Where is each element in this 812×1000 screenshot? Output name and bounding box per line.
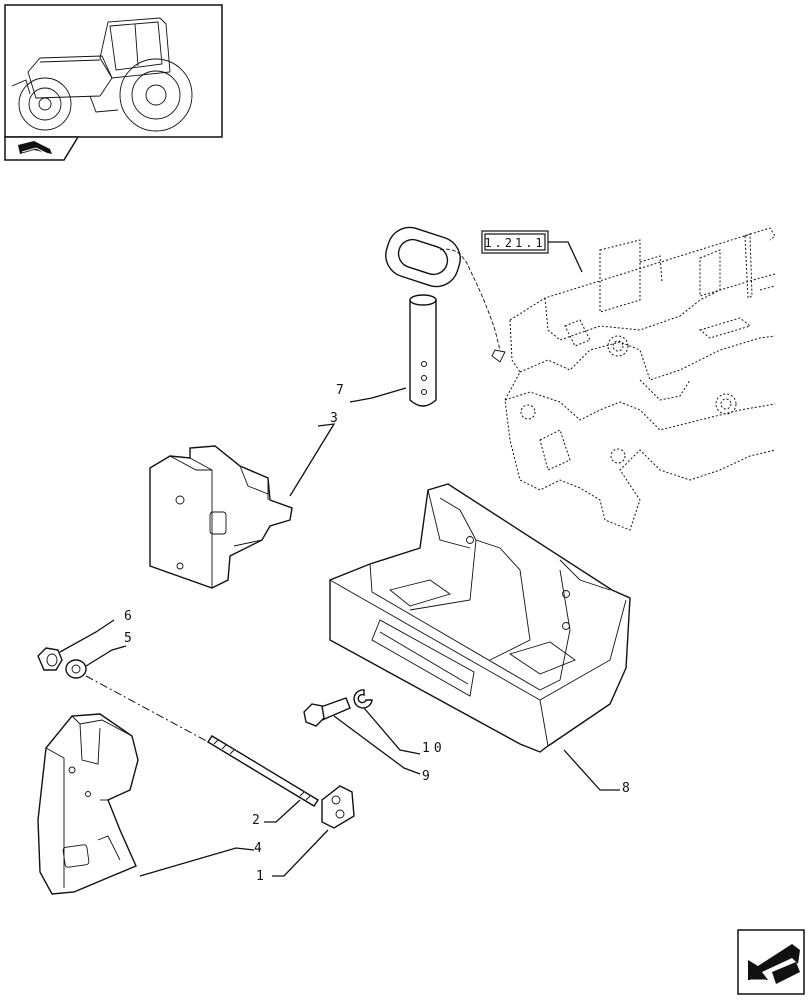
tractor-thumbnail-icon (11, 17, 193, 132)
back-arrow-icon (748, 944, 800, 984)
callout-6[interactable]: 6 (124, 609, 134, 624)
suitcase-weight[interactable] (37, 713, 139, 895)
front-frame (504, 227, 776, 531)
callout-5[interactable]: 5 (124, 631, 134, 646)
weight-bracket[interactable] (149, 445, 293, 589)
assembly-axis (85, 675, 213, 745)
callout-8[interactable]: 8 (622, 781, 632, 796)
front-weight-block[interactable] (329, 483, 631, 753)
clamp-plate[interactable] (321, 785, 355, 829)
threaded-rod[interactable] (207, 735, 319, 807)
washer[interactable] (65, 659, 87, 679)
reference-label[interactable]: 1.21.1 (481, 230, 583, 273)
callout-labels: 7 3 6 5 10 9 8 2 4 1 (124, 383, 632, 884)
book-icon (18, 141, 52, 155)
tractor-thumbnail[interactable] (4, 4, 223, 138)
bolt[interactable] (303, 697, 351, 727)
book-tab[interactable] (4, 136, 80, 161)
callout-9[interactable]: 9 (422, 769, 432, 784)
reference-text: 1.21.1 (484, 236, 545, 250)
callout-1[interactable]: 1 (256, 869, 266, 884)
callout-4[interactable]: 4 (254, 841, 264, 856)
nut[interactable] (37, 647, 63, 671)
callout-2[interactable]: 2 (252, 813, 262, 828)
callout-3[interactable]: 3 (330, 411, 340, 426)
callout-7[interactable]: 7 (336, 383, 346, 398)
leader-lines (59, 387, 620, 877)
callout-10[interactable]: 10 (422, 741, 446, 756)
pin-with-chain[interactable] (380, 222, 506, 407)
snap-ring[interactable] (353, 689, 373, 709)
nav-button[interactable] (737, 929, 805, 995)
